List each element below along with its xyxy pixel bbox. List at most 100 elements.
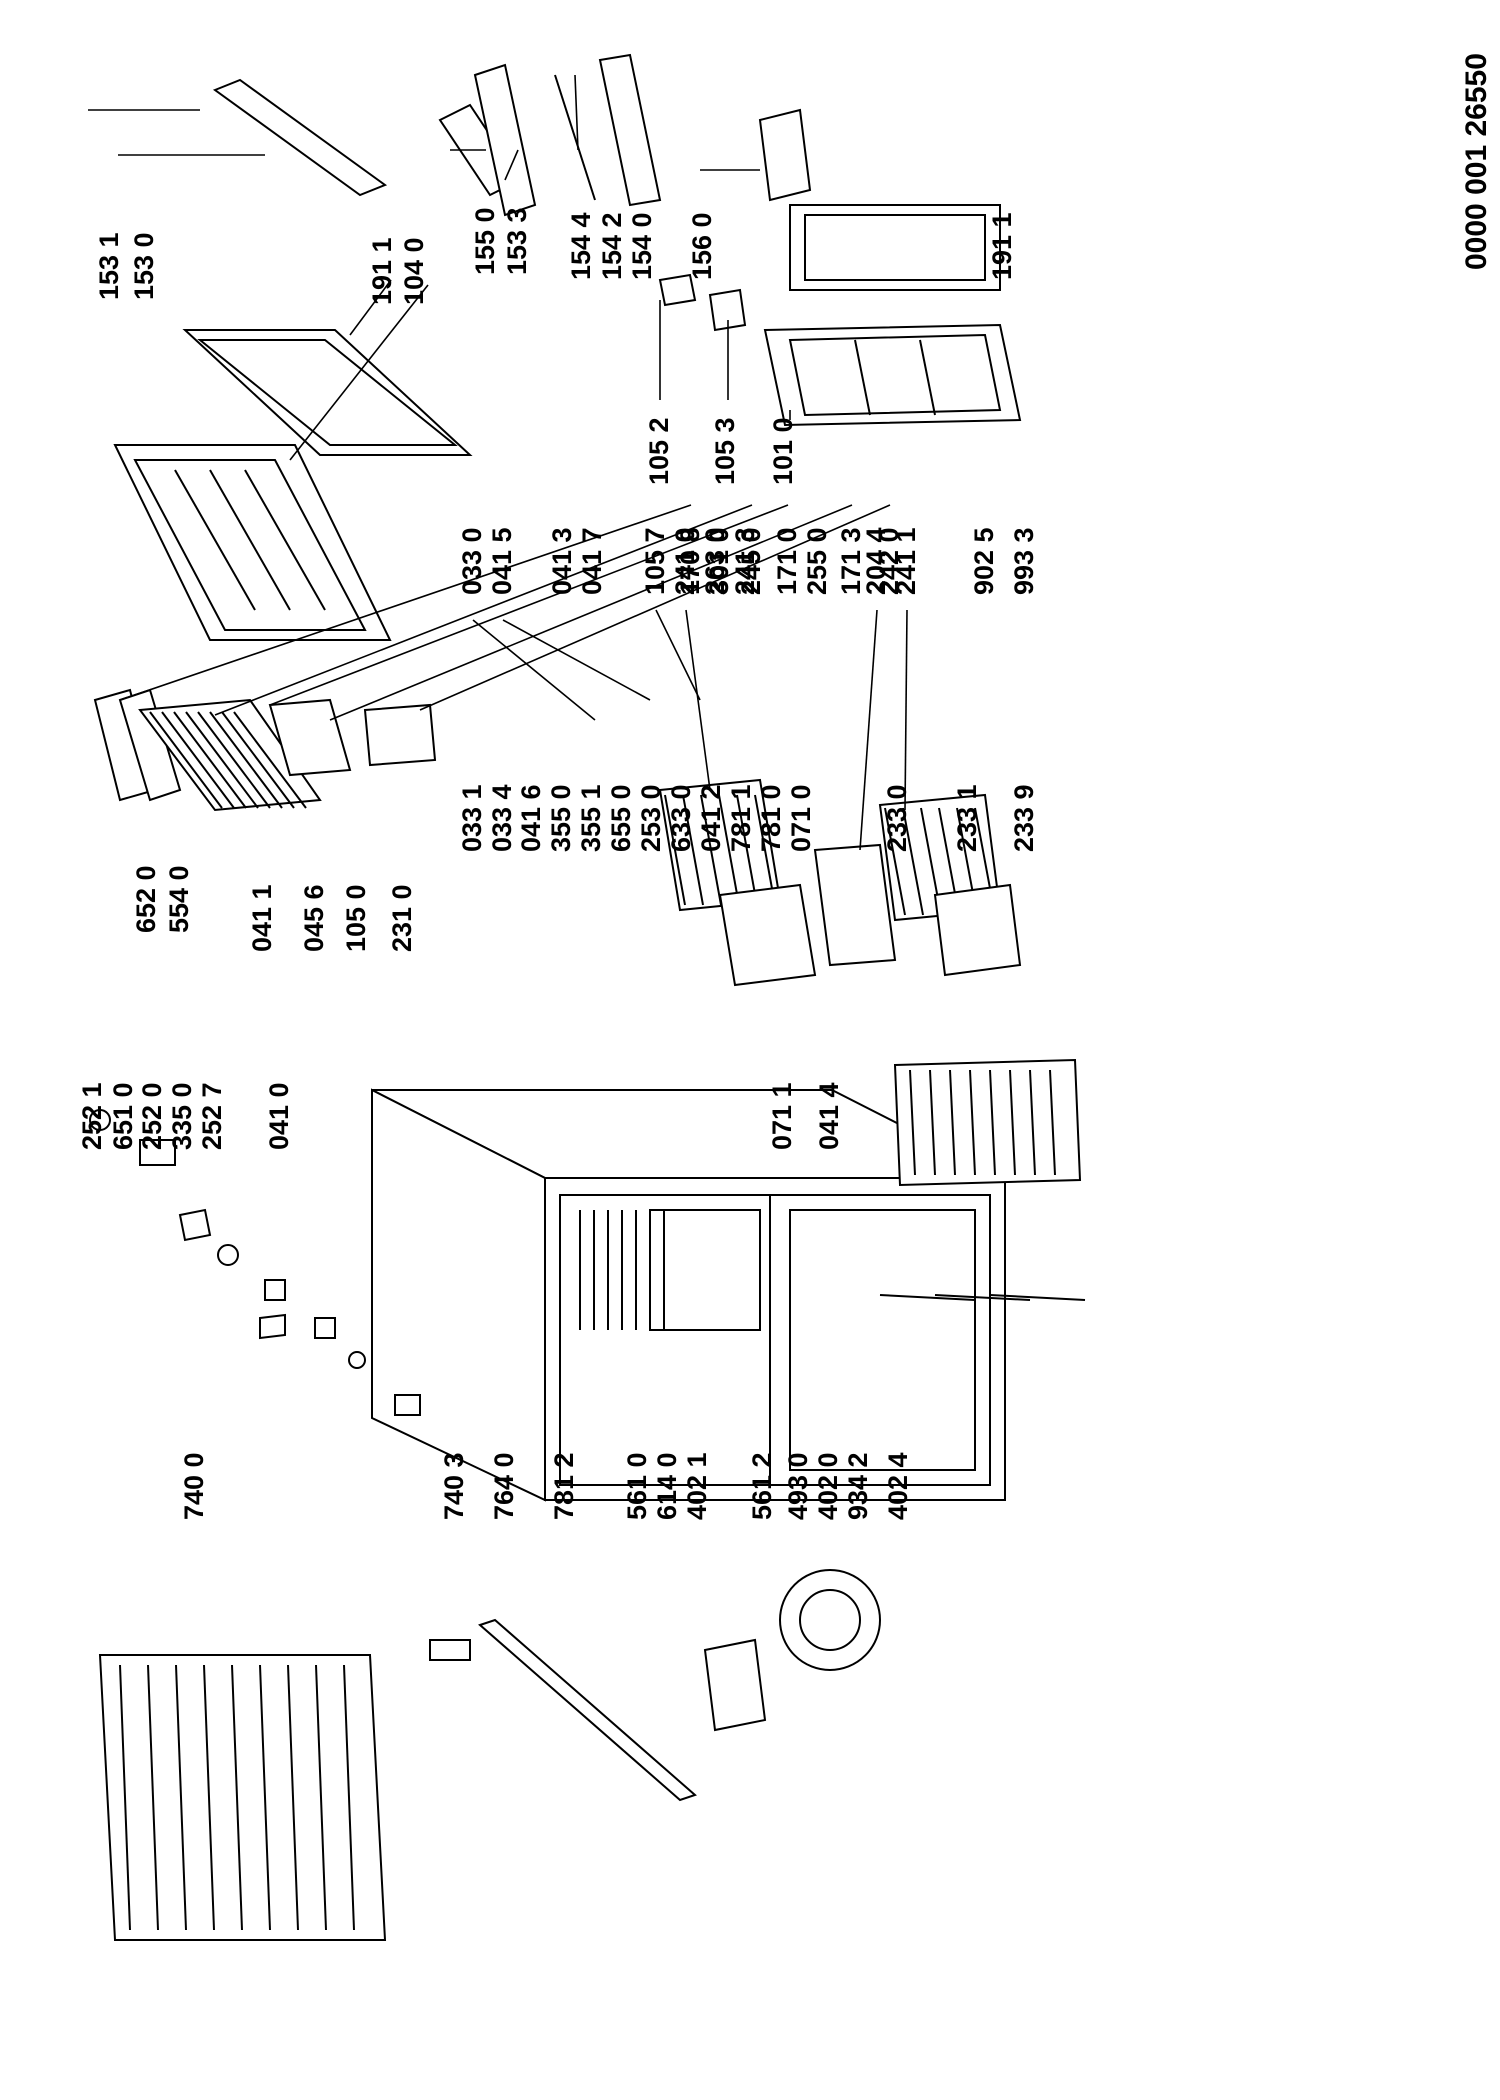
document-id: 0000 001 26550 — [1460, 53, 1493, 270]
wire — [209, 711, 283, 809]
wire — [197, 711, 271, 809]
glass-shelf-255 — [268, 698, 352, 777]
leader-line — [574, 74, 579, 151]
hinge-105-2 — [658, 273, 697, 307]
part-label: 781 1 — [726, 784, 756, 852]
condenser-tube — [343, 1664, 355, 1931]
part-label: 154 2 — [597, 212, 627, 280]
drawer-241-3 — [718, 883, 817, 987]
part-label: 153 0 — [129, 232, 159, 300]
part-231-0 — [394, 1394, 421, 1416]
part-label: 633 0 — [666, 784, 696, 852]
gasket-inner — [197, 339, 458, 446]
condenser-tube — [175, 1664, 187, 1931]
condenser-tube — [203, 1664, 215, 1931]
condenser-tube — [147, 1664, 159, 1931]
part-label: 402 1 — [682, 1452, 712, 1520]
part-label: 561 2 — [747, 1452, 777, 1520]
basket-wire — [682, 794, 704, 906]
part-label: 105 0 — [341, 884, 371, 952]
part-label: 252 0 — [137, 1082, 167, 1150]
part-label: 041 0 — [264, 1082, 294, 1150]
part-label: 033 1 — [457, 784, 487, 852]
part-label: 105 3 — [710, 417, 740, 485]
evaporator-wire-line — [909, 1069, 916, 1176]
leader-line — [904, 609, 908, 811]
part-label: 153 3 — [502, 207, 532, 275]
basket-wire — [902, 807, 924, 916]
part-label: 045 6 — [299, 884, 329, 952]
freezer-gasket — [789, 204, 1001, 291]
wire — [161, 711, 235, 809]
part-label: 651 0 — [108, 1082, 138, 1150]
part-041-1 — [264, 1279, 286, 1301]
evaporator-wire-line — [1049, 1069, 1056, 1176]
part-label: 041 5 — [487, 527, 517, 595]
basket-wire — [718, 794, 740, 906]
leader-line — [472, 619, 596, 721]
part-label: 335 0 — [167, 1082, 197, 1150]
leader-lines — [88, 74, 1001, 851]
part-label: 156 0 — [687, 212, 717, 280]
thermostat-knob — [89, 1109, 111, 1131]
fridge-shelf-space — [649, 1209, 761, 1331]
part-label: 041 4 — [814, 1082, 844, 1150]
part-label: 041 3 — [547, 527, 577, 595]
cabinet-front — [544, 1177, 1006, 1501]
leader-line — [349, 279, 392, 336]
part-label: 104 0 — [399, 237, 429, 305]
gasket-outer — [182, 329, 473, 456]
part-label: 241 3 — [730, 527, 760, 595]
part-label: 191 1 — [987, 212, 1017, 280]
part-label: 041 2 — [696, 784, 726, 852]
part-label: 764 0 — [489, 1452, 519, 1520]
freezer-space — [789, 1209, 976, 1471]
part-illustrations — [89, 53, 1086, 1941]
part-label: 263 0 — [700, 527, 730, 595]
tray-204-4 — [813, 843, 897, 967]
evaporator-wire-line — [929, 1069, 936, 1176]
part-label: 781 2 — [549, 1452, 579, 1520]
leader-line — [329, 504, 853, 721]
condenser-tube — [287, 1664, 299, 1931]
leader-line — [419, 504, 891, 711]
part-label: 781 0 — [756, 784, 786, 852]
part-label: 153 1 — [94, 232, 124, 300]
part-label: 041 7 — [577, 527, 607, 595]
door-bin-153-3 — [473, 63, 537, 217]
wire — [221, 711, 295, 809]
part-label: 402 4 — [883, 1452, 913, 1520]
part-label: 033 4 — [487, 784, 517, 852]
thermostat-252 — [139, 1139, 176, 1166]
basket-wire — [884, 807, 906, 916]
leader-line — [269, 504, 789, 706]
part-label: 041 6 — [516, 784, 546, 852]
freezer-gasket-inner — [804, 214, 986, 281]
lamp-335 — [217, 1244, 239, 1266]
door-shelf-rail — [174, 469, 256, 611]
part-label: 355 1 — [576, 784, 606, 852]
part-label: 041 1 — [247, 884, 277, 952]
part-041-0 — [259, 1313, 286, 1340]
part-label: 231 0 — [387, 884, 417, 952]
part-label: 101 0 — [768, 417, 798, 485]
compressor-top — [799, 1589, 861, 1651]
part-label: 934 2 — [843, 1452, 873, 1520]
rod-154-4 — [554, 74, 596, 201]
switch-652 — [178, 1208, 212, 1242]
drain-tray-402-1 — [703, 1638, 767, 1732]
leader-line — [214, 504, 753, 716]
door-grid-line — [919, 339, 936, 416]
part-label: 241 1 — [891, 527, 921, 595]
part-label: 171 0 — [772, 527, 802, 595]
hinge-105-3 — [708, 288, 747, 332]
evaporator-wire-line — [989, 1069, 996, 1176]
part-label: 233 9 — [1009, 784, 1039, 852]
part-label: 355 0 — [546, 784, 576, 852]
part-label: 402 0 — [813, 1452, 843, 1520]
part-label: 252 1 — [77, 1082, 107, 1150]
leader-line — [685, 609, 711, 791]
part-label: 561 0 — [622, 1452, 652, 1520]
